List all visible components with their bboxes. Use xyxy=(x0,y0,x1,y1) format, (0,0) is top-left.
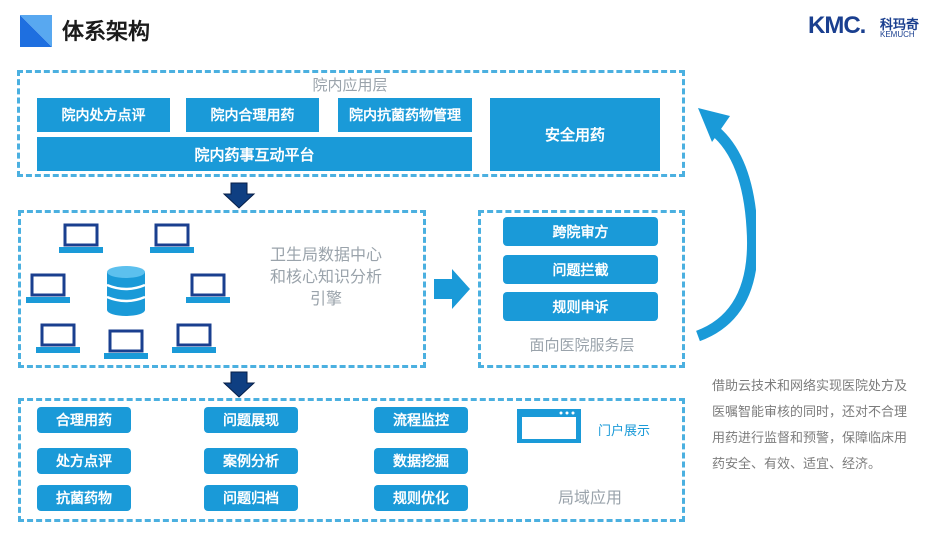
pill-data-mining: 数据挖掘 xyxy=(374,448,468,474)
local-app-layer-label: 局域应用 xyxy=(557,488,622,507)
pill-cross-hospital-review: 跨院审方 xyxy=(503,217,658,246)
brand-logo: KMC. 科玛奇 KEMUCH xyxy=(808,12,932,42)
portal-label: 门户展示 xyxy=(598,424,651,439)
down-arrow-icon xyxy=(222,371,256,399)
pill-antibiotics: 抗菌药物 xyxy=(37,485,131,511)
down-arrow-icon xyxy=(222,182,256,210)
data-center-layer xyxy=(18,210,426,368)
description-text: 借助云技术和网络实现医院处方及医嘱智能审核的同时，还对不合理用药进行监督和预警，… xyxy=(712,379,908,472)
browser-window-icon xyxy=(516,408,582,444)
engine-label-line2: 和核心知识分析 xyxy=(269,267,382,286)
pill-rational-drug-use: 院内合理用药 xyxy=(186,98,319,132)
pill-problem-interception: 问题拦截 xyxy=(503,255,658,284)
curved-arrow-icon xyxy=(690,100,759,342)
pill-antibiotic-management: 院内抗菌药物管理 xyxy=(338,98,472,132)
engine-label-line3: 引擎 xyxy=(309,289,342,308)
pill-problem-display: 问题展现 xyxy=(204,407,298,433)
hospital-app-layer xyxy=(17,70,685,177)
laptop-icon xyxy=(148,222,196,260)
laptop-icon xyxy=(170,322,218,360)
engine-label: 卫生局数据中心 和核心知识分析 引擎 xyxy=(246,244,406,310)
local-app-layer xyxy=(18,398,685,522)
pill-prescription-comment: 处方点评 xyxy=(37,448,131,474)
database-icon xyxy=(104,264,148,322)
pill-process-monitor: 流程监控 xyxy=(374,407,468,433)
laptop-icon xyxy=(184,272,232,310)
pill-prescription-review: 院内处方点评 xyxy=(37,98,170,132)
laptop-icon xyxy=(24,272,72,310)
engine-label-line1: 卫生局数据中心 xyxy=(269,245,382,264)
pill-case-analysis: 案例分析 xyxy=(204,448,298,474)
laptop-icon xyxy=(34,322,82,360)
pill-problem-archive: 问题归档 xyxy=(204,485,298,511)
logo-mark: KMC. xyxy=(808,12,866,39)
hospital-service-layer-label: 面向医院服务层 xyxy=(529,336,635,354)
pill-rule-optimize: 规则优化 xyxy=(374,485,468,511)
logo-en: KEMUCH xyxy=(880,30,915,39)
pill-pharmacy-platform: 院内药事互动平台 xyxy=(37,137,472,171)
laptop-icon xyxy=(102,328,150,366)
hospital-app-layer-label: 院内应用层 xyxy=(312,76,388,94)
page-title: 体系架构 xyxy=(62,20,151,45)
laptop-icon xyxy=(57,222,105,260)
pill-safe-medication: 安全用药 xyxy=(490,98,660,171)
pill-rule-appeal: 规则申诉 xyxy=(503,292,658,321)
pill-rational-use: 合理用药 xyxy=(37,407,131,433)
logo-cn: 科玛奇 xyxy=(880,18,920,33)
right-arrow-icon xyxy=(432,266,472,312)
hospital-service-layer xyxy=(478,210,685,368)
title-icon xyxy=(20,15,52,47)
